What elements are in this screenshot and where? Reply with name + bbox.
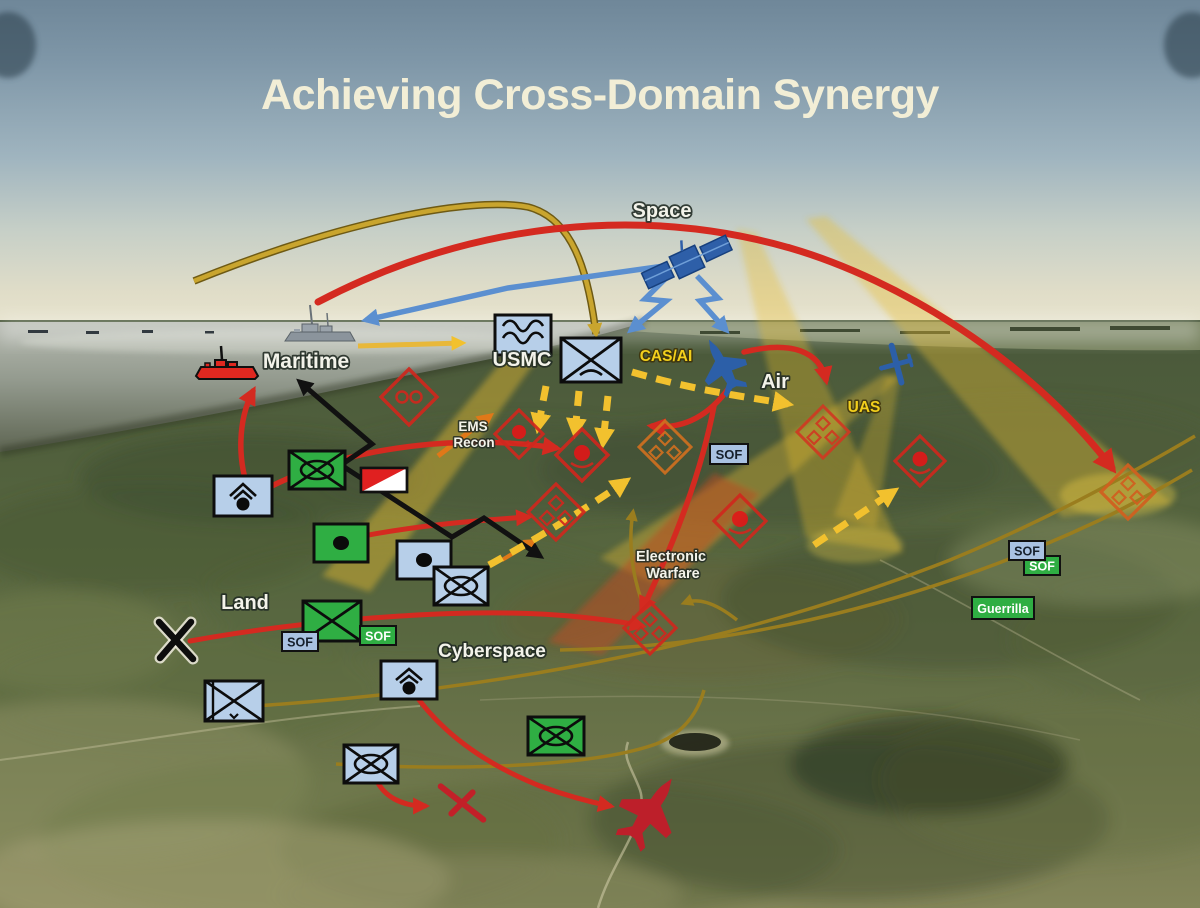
unit-sp-artillery-1 bbox=[212, 474, 274, 518]
enemy-artillery-diamond-2 bbox=[553, 426, 611, 484]
label-land: Land bbox=[221, 592, 269, 614]
axis-1 bbox=[530, 385, 552, 435]
uav-beam-2 bbox=[834, 374, 900, 528]
space-links bbox=[360, 263, 730, 334]
label-uas: UAS bbox=[848, 399, 881, 416]
sky bbox=[0, 0, 1200, 348]
guerrilla-badge: Guerrilla bbox=[971, 596, 1035, 620]
land-fires-long bbox=[187, 610, 647, 644]
axis-6 bbox=[812, 487, 900, 548]
unit-armored-cavalry-green-2 bbox=[526, 715, 586, 757]
label-cyberspace: Cyberspace bbox=[438, 641, 546, 662]
uav-icon bbox=[879, 342, 914, 386]
axis-3 bbox=[594, 395, 615, 450]
boundary-x-icon bbox=[153, 616, 199, 665]
unit-sp-artillery-2 bbox=[379, 659, 439, 701]
marker-red-white-flag bbox=[359, 466, 409, 494]
unit-armored-cavalry-blue-1 bbox=[432, 565, 490, 607]
label-usmc: USMC bbox=[493, 349, 552, 371]
enemy-ship-icon bbox=[194, 345, 260, 380]
ship-comms-arrow bbox=[357, 335, 467, 351]
long-range-strike-arc bbox=[314, 221, 1117, 474]
enemy-artillery-diamond-4 bbox=[711, 492, 769, 550]
fighter-jet-icon bbox=[704, 339, 748, 398]
sof-badge-blue-right: SOF bbox=[1008, 540, 1046, 561]
svg-text:SOF: SOF bbox=[287, 636, 313, 650]
air-strike-right bbox=[741, 344, 833, 386]
unit-armored-cavalry-green-1 bbox=[287, 449, 347, 491]
enemy-artillery-diamond-1 bbox=[492, 407, 546, 461]
pond bbox=[669, 733, 721, 751]
satlink-bolt-1 bbox=[626, 274, 673, 334]
unit-usmc-amphibious bbox=[493, 313, 553, 357]
gold-fires-arc bbox=[193, 202, 603, 339]
page-title: Achieving Cross-Domain Synergy bbox=[261, 71, 940, 119]
cyber-arrow-hook bbox=[680, 593, 739, 622]
enemy-motorized-diamond bbox=[378, 366, 440, 428]
svg-text:SOF: SOF bbox=[365, 630, 391, 644]
cyber-link-2 bbox=[335, 689, 706, 769]
enemy-cluster-diamond-1 bbox=[636, 418, 694, 476]
label-electronic: Electronic bbox=[636, 549, 706, 565]
svg-text:Guerrilla: Guerrilla bbox=[977, 602, 1029, 616]
satlink-bolt-2 bbox=[694, 274, 730, 334]
svg-text:SOF: SOF bbox=[1029, 560, 1055, 574]
svg-text:SOF: SOF bbox=[716, 447, 743, 462]
downed-aircraft-icon bbox=[437, 783, 487, 823]
satellite-icon bbox=[640, 234, 734, 290]
enemy-cluster-diamond-3 bbox=[794, 403, 852, 461]
ew-beam bbox=[548, 473, 760, 655]
svg-text:SOF: SOF bbox=[1014, 545, 1040, 559]
label-warfare: Warfare bbox=[646, 566, 699, 582]
unit-artillery-green bbox=[312, 522, 370, 564]
sof-badge-blue-center: SOF bbox=[709, 443, 749, 465]
axis-2 bbox=[565, 390, 587, 440]
strike-to-enemy-jet bbox=[411, 690, 616, 813]
label-maritime: Maritime bbox=[263, 350, 349, 373]
destroyer-ship-icon bbox=[284, 304, 356, 342]
satlink-to-ship bbox=[360, 263, 665, 326]
enemy-artillery-diamond-3 bbox=[892, 433, 948, 489]
unit-mech-infantry-amphibious bbox=[559, 336, 623, 384]
label-air: Air bbox=[761, 371, 789, 393]
littoral-boundary-arrow bbox=[296, 378, 545, 559]
label-recon: Recon bbox=[453, 435, 494, 450]
enemy-fighter-icon bbox=[615, 778, 672, 852]
sof-badge-green-left: SOF bbox=[359, 625, 397, 646]
roads bbox=[0, 559, 1141, 908]
cyber-arrow-up bbox=[625, 508, 644, 603]
label-cas-ai: CAS/AI bbox=[640, 348, 693, 365]
enemy-cluster-diamond-4 bbox=[1098, 462, 1158, 522]
enemy-cluster-diamond-2 bbox=[525, 481, 587, 543]
label-ems: EMS bbox=[458, 419, 487, 434]
deep-strike-curve bbox=[639, 403, 717, 616]
cyber-link-3 bbox=[559, 468, 1193, 652]
unit-armored-cavalry-blue-2 bbox=[342, 743, 400, 785]
sof-badge-blue-left: SOF bbox=[281, 631, 319, 652]
label-space: Space bbox=[633, 200, 692, 222]
enemy-cluster-diamond-5 bbox=[621, 599, 679, 657]
unit-infantry-division-blue bbox=[203, 679, 265, 723]
